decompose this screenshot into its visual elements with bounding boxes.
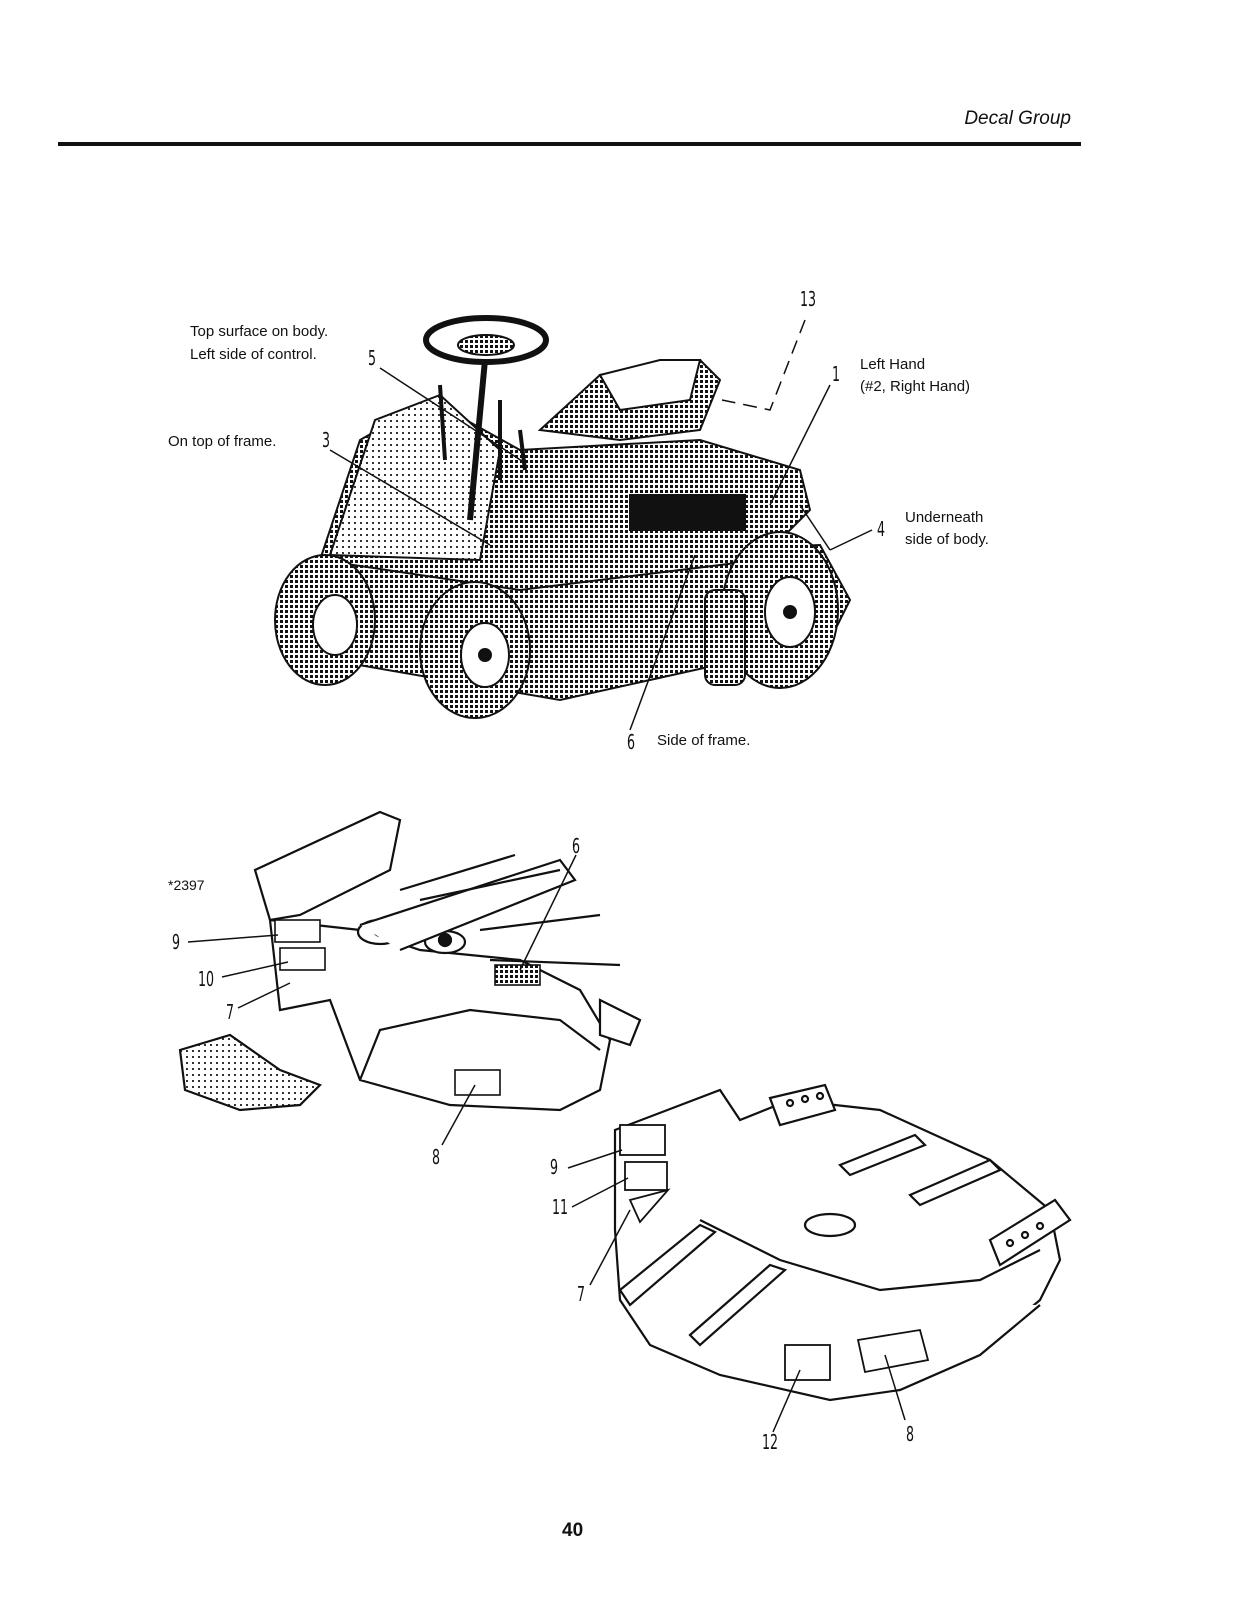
- label-right-hand-note: (#2, Right Hand): [860, 378, 971, 395]
- callout-6: 6: [627, 730, 636, 754]
- label-left-side-control: Left side of control.: [190, 346, 317, 363]
- label-on-top-frame: On top of frame.: [168, 433, 277, 450]
- label-left-hand: Left Hand: [860, 356, 926, 373]
- label-side-of-body: side of body.: [905, 531, 989, 548]
- header-rule: [58, 142, 1081, 146]
- deck-callout-7: 7: [226, 1000, 235, 1024]
- deck-callout-10: 10: [198, 967, 215, 991]
- callout-3: 3: [322, 428, 331, 452]
- label-underneath: Underneath: [905, 509, 984, 526]
- deck-shell-illustration: [613, 1083, 1072, 1402]
- shell-callout-7: 7: [577, 1282, 586, 1306]
- shell-callout-8: 8: [906, 1422, 915, 1446]
- shell-callout-12: 12: [762, 1430, 779, 1454]
- deck-callout-6: 6: [572, 834, 581, 858]
- label-side-of-frame: Side of frame.: [657, 732, 751, 749]
- section-title: Decal Group: [964, 108, 1071, 129]
- riding-mower-illustration: [274, 315, 852, 719]
- deck-shell-leader-lines: [567, 1149, 906, 1433]
- callout-1: 1: [832, 362, 841, 386]
- tractor-leader-lines: [329, 319, 873, 731]
- deck-assembly-illustration: [178, 810, 642, 1112]
- deck-callout-8: 8: [432, 1145, 441, 1169]
- callout-5: 5: [368, 346, 377, 370]
- part-number-label: *2397: [168, 877, 205, 893]
- label-top-surface: Top surface on body.: [190, 323, 329, 340]
- shell-callout-11: 11: [552, 1195, 569, 1219]
- shell-callout-9: 9: [550, 1155, 559, 1179]
- callout-4: 4: [877, 517, 886, 541]
- page-number: 40: [562, 1520, 584, 1541]
- deck-callout-9: 9: [172, 930, 181, 954]
- callout-13: 13: [800, 287, 817, 311]
- deck-assembly-leader-lines: [187, 854, 577, 1146]
